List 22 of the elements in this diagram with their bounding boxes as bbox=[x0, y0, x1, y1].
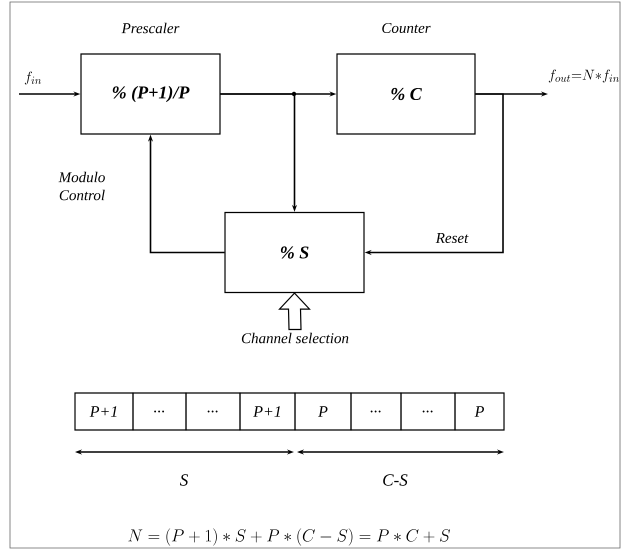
block-box: % S bbox=[224, 212, 365, 294]
edge-label: $f_{out}{=}N{*}f_{in}$ bbox=[548, 69, 619, 83]
dimension-label: C-S bbox=[383, 474, 408, 486]
sequence-cell: ... bbox=[132, 392, 187, 431]
hollow-arrow bbox=[278, 292, 311, 330]
input-label: Channel selection bbox=[242, 332, 348, 344]
sequence-cell: P+1 bbox=[239, 392, 296, 431]
block-box: % (P+1)/P bbox=[80, 53, 221, 135]
edge-label: Reset bbox=[436, 233, 469, 243]
sequence-cell: ... bbox=[185, 392, 241, 431]
sequence-cell: ... bbox=[400, 392, 456, 431]
dimension-label: S bbox=[180, 474, 188, 486]
edge-label: $f_{in}$ bbox=[24, 71, 42, 85]
sequence-cell: P+1 bbox=[74, 392, 134, 431]
sequence-cell: P bbox=[454, 392, 505, 431]
edge-label: Modulo Control bbox=[58, 172, 105, 200]
block-title: Prescaler bbox=[122, 22, 180, 34]
equation: $N = (P+1)*S+P*(C-S) = P*C+S$ bbox=[128, 528, 450, 546]
block-title: Counter bbox=[382, 22, 431, 34]
block-box: % C bbox=[336, 53, 476, 135]
sequence-cell: P bbox=[294, 392, 352, 431]
sequence-cell: ... bbox=[350, 392, 402, 431]
